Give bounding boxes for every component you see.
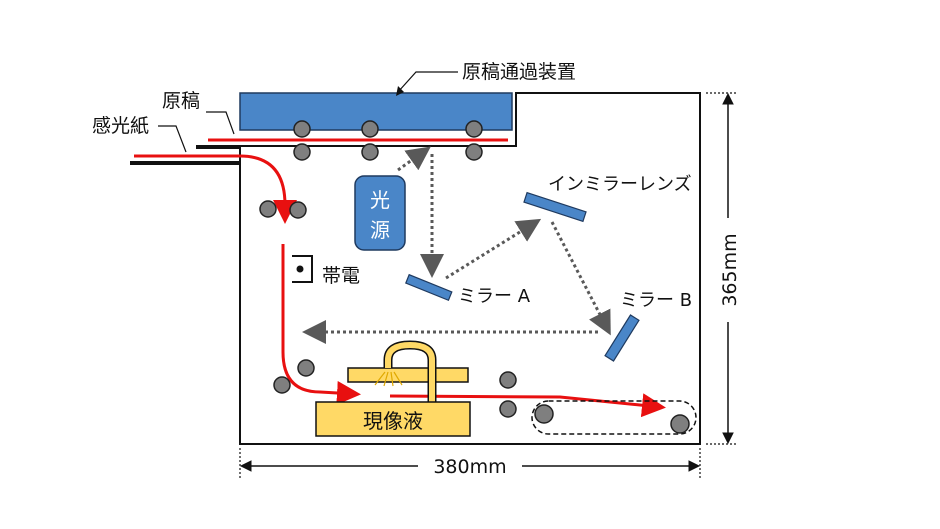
height-dimension-label: 365mm [719, 233, 741, 306]
light-source-label-2: 源 [370, 218, 390, 242]
in-mirror-lens [523, 191, 587, 223]
in-mirror-lens-label: インミラーレンズ [548, 174, 692, 195]
spray-icon [374, 371, 403, 387]
width-dimension [239, 448, 701, 480]
conveyor-belt [531, 400, 697, 435]
charging-unit [292, 255, 313, 283]
light-path [302, 146, 611, 344]
document-feeder-label: 原稿通過装置 [462, 61, 576, 83]
mirror-a [405, 273, 453, 302]
mirror-b-label: ミラー B [620, 290, 692, 311]
paper-path [134, 154, 297, 224]
original-leader-line [206, 111, 235, 135]
paper-leader-line [158, 125, 187, 153]
photosensitive-paper-label: 感光紙 [92, 115, 149, 137]
feed-rollers [259, 200, 517, 418]
light-source-label-1: 光 [370, 188, 390, 212]
charging-label: 帯電 [322, 265, 360, 287]
developer-tank [315, 401, 471, 437]
original-label: 原稿 [162, 90, 200, 112]
machine-housing [239, 92, 701, 445]
feeder-rollers [293, 120, 483, 161]
developer-upper-plate [347, 367, 469, 383]
feeder-leader-line [397, 71, 458, 93]
developer-label: 現像液 [363, 409, 423, 433]
height-dimension [706, 92, 738, 445]
width-dimension-label: 380mm [433, 456, 506, 478]
light-source [354, 175, 406, 251]
mirror-a-label: ミラー A [458, 286, 531, 307]
mirror-b [604, 314, 640, 362]
